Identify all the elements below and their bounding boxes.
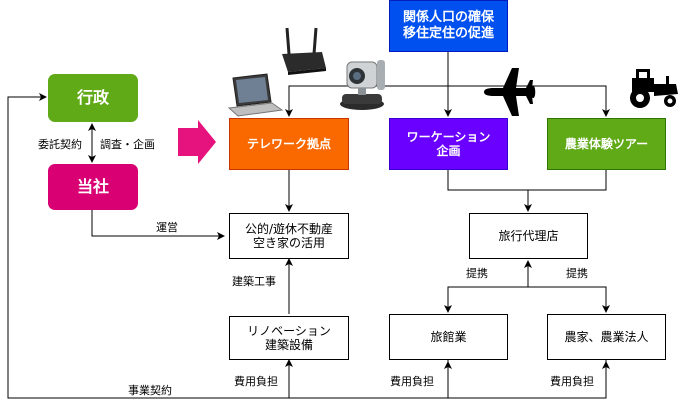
hiyo-futan-label-3: 費用負担 [550,375,594,388]
kenchiku-koji-label: 建築工事 [232,275,276,288]
itaku-keiyaku-label: 委託契約 [38,138,82,151]
connector-teikei-right [528,286,607,312]
teikei-left-label: 提携 [466,267,488,280]
connector-jigyo-keiyaku [7,93,289,399]
gov-node: 行政 [48,74,138,122]
noka-label: 農家、農業法人 [564,329,649,344]
connector-banner-tour [448,85,610,117]
workation-node: ワーケーション 企画 [389,118,508,170]
connector-tour-ryoko [528,170,607,191]
tour-label: 農業体験ツアー [564,136,649,151]
top-banner-label: 関係人口の確保 移住定住の促進 [402,10,494,41]
airplane-icon [484,68,536,116]
hiyo-futan-label-2: 費用負担 [390,375,434,388]
connector-company-kouteki [91,210,225,240]
gov-label: 行政 [76,88,109,108]
tour-node: 農業体験ツアー [547,118,666,170]
ryokan-node: 旅館業 [389,314,508,360]
kouteki-node: 公的/遊休不動産 空き家の活用 [229,213,349,259]
connector-teikei-left [447,260,532,312]
connector-workation-ryoko [447,170,532,212]
unei-label: 運営 [156,221,178,234]
hiyo-futan-label-1: 費用負担 [234,375,278,388]
ryoko-node: 旅行代理店 [469,213,588,259]
top-banner-node: 関係人口の確保 移住定住の促進 [389,0,508,52]
wifi-router-icon [282,27,326,75]
jigyo-keiyaku-label: 事業契約 [128,384,172,397]
security-camera-icon [340,60,385,110]
workation-label: ワーケーション 企画 [406,129,491,158]
kouteki-label: 公的/遊休不動産 空き家の活用 [244,221,334,250]
noka-node: 農家、農業法人 [547,314,666,360]
telework-label: テレワーク拠点 [246,136,331,151]
telework-node: テレワーク拠点 [229,118,349,170]
company-node: 当社 [48,164,138,210]
tractor-icon [630,69,678,108]
teikei-right-label: 提携 [566,267,588,280]
company-label: 当社 [76,177,109,197]
pink-arrow-icon [178,120,216,164]
chosa-kikaku-label: 調査・企画 [100,138,155,151]
renovation-label: リノベーション 建築設備 [247,323,331,352]
ryoko-label: 旅行代理店 [498,228,559,243]
renovation-node: リノベーション 建築設備 [229,316,349,360]
ryokan-label: 旅館業 [430,329,467,344]
laptop-icon [227,73,284,117]
